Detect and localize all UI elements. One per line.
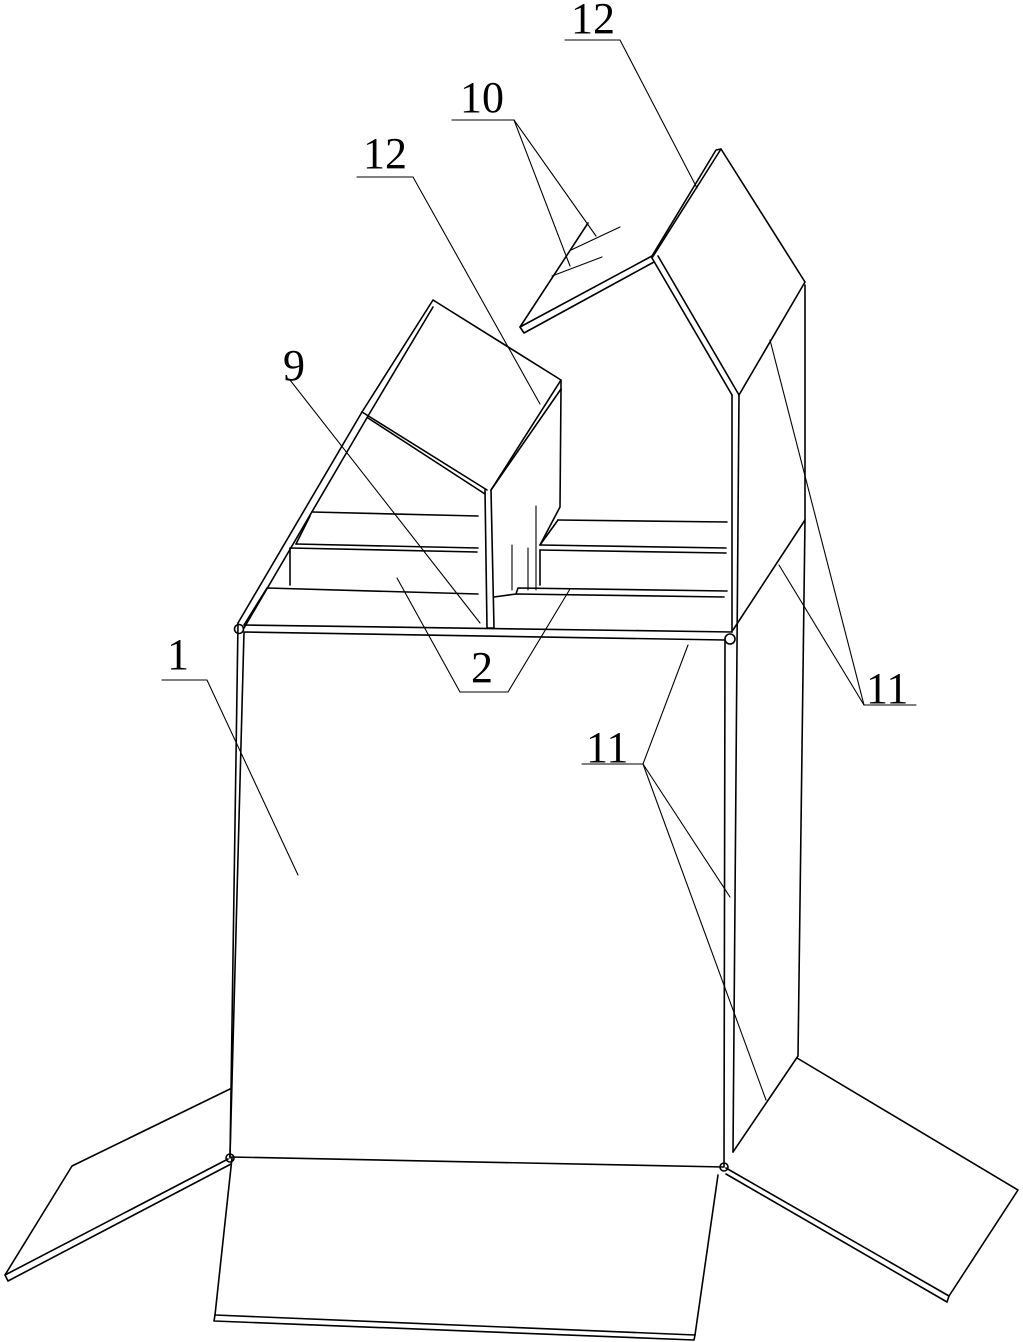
left-side-edge <box>237 411 369 629</box>
label-lid-left: 12 <box>363 129 407 178</box>
label-lid-right: 12 <box>571 0 615 43</box>
label-slots: 10 <box>460 73 504 122</box>
bottom-flap-front <box>213 1157 719 1341</box>
right-side-panel <box>731 284 806 1153</box>
divider-panel <box>484 388 562 629</box>
inner-partitions <box>243 511 728 626</box>
label-box: 1 <box>167 630 189 679</box>
left-lid <box>361 299 562 495</box>
label-partitions: 2 <box>471 643 493 692</box>
label-divider: 9 <box>283 341 305 390</box>
label-crease-lines-side: 11 <box>866 664 908 713</box>
right-lid <box>519 148 806 396</box>
label-crease-lines: 11 <box>586 723 628 772</box>
reference-labels: 1 2 9 10 12 12 11 11 <box>167 0 908 772</box>
leader-lines <box>161 39 917 1101</box>
front-panel <box>225 622 736 1172</box>
bottom-flap-left <box>4 1088 232 1282</box>
bottom-flap-right <box>725 1057 1019 1303</box>
